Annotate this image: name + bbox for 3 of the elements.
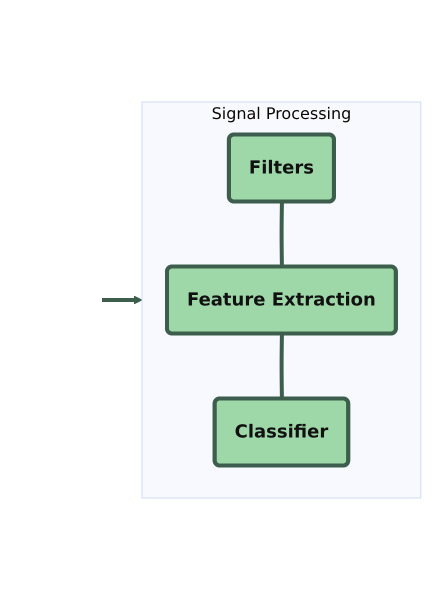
- connector: [279, 201, 284, 267]
- connector: [279, 333, 284, 399]
- arrow: [102, 295, 142, 304]
